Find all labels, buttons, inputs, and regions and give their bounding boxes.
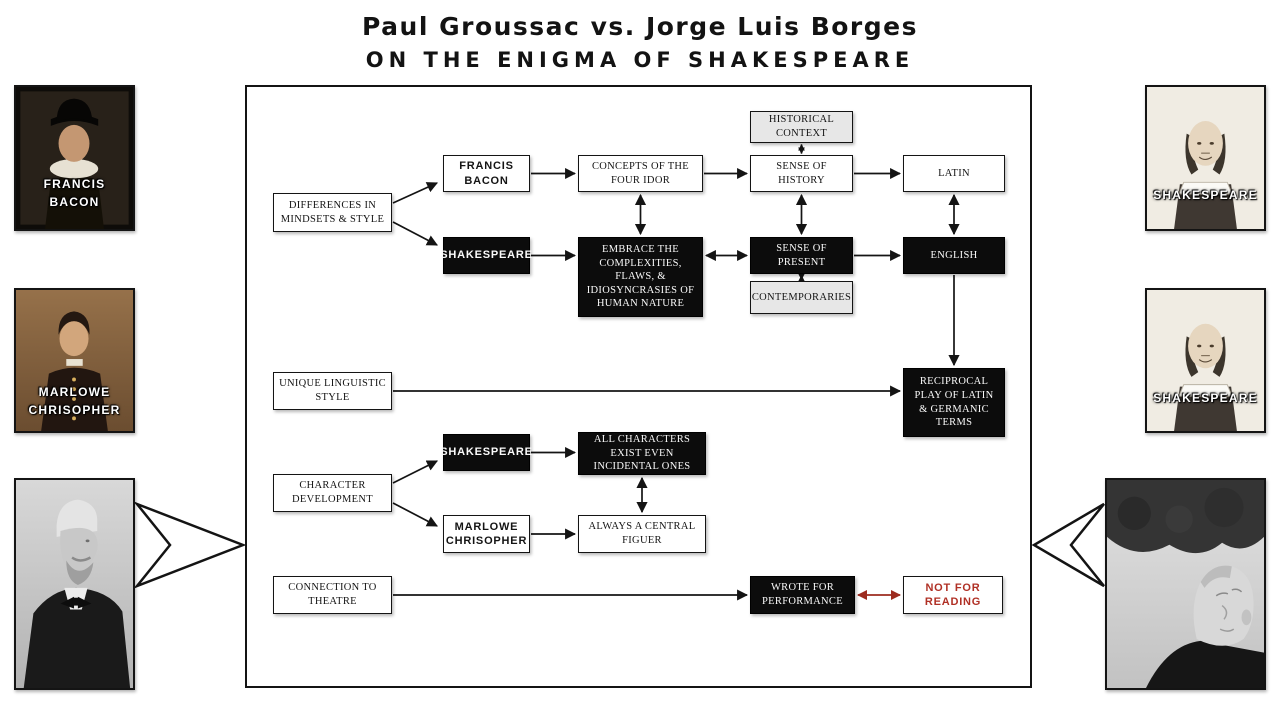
- shakespeare-top-label: SHAKESPEARE: [1147, 186, 1264, 204]
- borges-portrait: [1105, 478, 1266, 690]
- node-english: ENGLISH: [903, 237, 1005, 274]
- borges-arrow: [1031, 502, 1105, 588]
- node-concepts-of-idols: CONCEPTS OF THE FOUR IDOR: [578, 155, 703, 192]
- marlowe-portrait-label: MARLOWE CHRISOPHER: [16, 383, 133, 419]
- shakespeare-top-photo: [1147, 87, 1264, 229]
- node-shakespeare-mindset: SHAKESPEARE: [440, 237, 532, 274]
- title-line-1: Paul Groussac vs. Jorge Luis Borges: [362, 12, 918, 41]
- node-always-central-figure: ALWAYS A CENTRAL FIGUER: [578, 515, 706, 553]
- francis-bacon-photo: [16, 87, 133, 229]
- node-sense-of-history: SENSE OF HISTORY: [750, 155, 853, 192]
- groussac-arrow: [133, 501, 247, 589]
- shakespeare-bottom-photo: [1147, 290, 1264, 431]
- node-marlowe-characters: MARLOWE CHRISOPHER: [443, 515, 530, 553]
- shakespeare-bottom-label: SHAKESPEARE: [1147, 389, 1264, 407]
- node-unique-linguistic-style: UNIQUE LINGUISTIC STYLE: [273, 372, 392, 410]
- francis-bacon-portrait: FRANCIS BACON: [14, 85, 135, 231]
- node-differences-mindsets: DIFFERENCES IN MINDSETS & STYLE: [273, 193, 392, 232]
- node-all-characters: ALL CHARACTERS EXIST EVEN INCIDENTAL ONE…: [578, 432, 706, 475]
- shakespeare-bottom-label-text: SHAKESPEARE: [1153, 390, 1258, 405]
- marlowe-portrait: MARLOWE CHRISOPHER: [14, 288, 135, 433]
- shakespeare-top-portrait: SHAKESPEARE: [1145, 85, 1266, 231]
- node-contemporaries: CONTEMPORARIES: [750, 281, 853, 314]
- borges-photo: [1107, 480, 1264, 688]
- node-reciprocal-play: RECIPROCAL PLAY OF LATIN & GERMANIC TERM…: [903, 368, 1005, 437]
- francis-bacon-label-line2: BACON: [49, 195, 100, 210]
- node-not-for-reading: NOT FOR READING: [903, 576, 1003, 614]
- node-embrace-complexities: EMBRACE THE COMPLEXITIES, FLAWS, & IDIOS…: [578, 237, 703, 317]
- marlowe-photo: [16, 290, 133, 431]
- node-connection-to-theatre: CONNECTION TO THEATRE: [273, 576, 392, 614]
- shakespeare-top-label-text: SHAKESPEARE: [1153, 188, 1258, 203]
- node-character-development: CHARACTER DEVELOPMENT: [273, 474, 392, 512]
- node-wrote-for-performance: WROTE FOR PERFORMANCE: [750, 576, 855, 614]
- title-line-2: ON THE ENIGMA OF SHAKESPEARE: [365, 48, 915, 72]
- shakespeare-bottom-portrait: SHAKESPEARE: [1145, 288, 1266, 433]
- francis-bacon-portrait-label: FRANCIS BACON: [16, 175, 133, 211]
- francis-bacon-label-line1: FRANCIS: [43, 177, 106, 192]
- node-historical-context: HISTORICAL CONTEXT: [750, 111, 853, 143]
- marlowe-label-line1: MARLOWE: [38, 385, 111, 400]
- node-latin: LATIN: [903, 155, 1005, 192]
- node-sense-of-present: SENSE OF PRESENT: [750, 237, 853, 274]
- groussac-portrait: [14, 478, 135, 690]
- marlowe-label-line2: CHRISOPHER: [28, 403, 121, 418]
- page-title: Paul Groussac vs. Jorge Luis Borges ON T…: [0, 12, 1280, 72]
- node-shakespeare-characters: SHAKESPEARE: [440, 434, 532, 471]
- node-francis-bacon: FRANCIS BACON: [443, 155, 530, 192]
- groussac-photo: [16, 480, 133, 688]
